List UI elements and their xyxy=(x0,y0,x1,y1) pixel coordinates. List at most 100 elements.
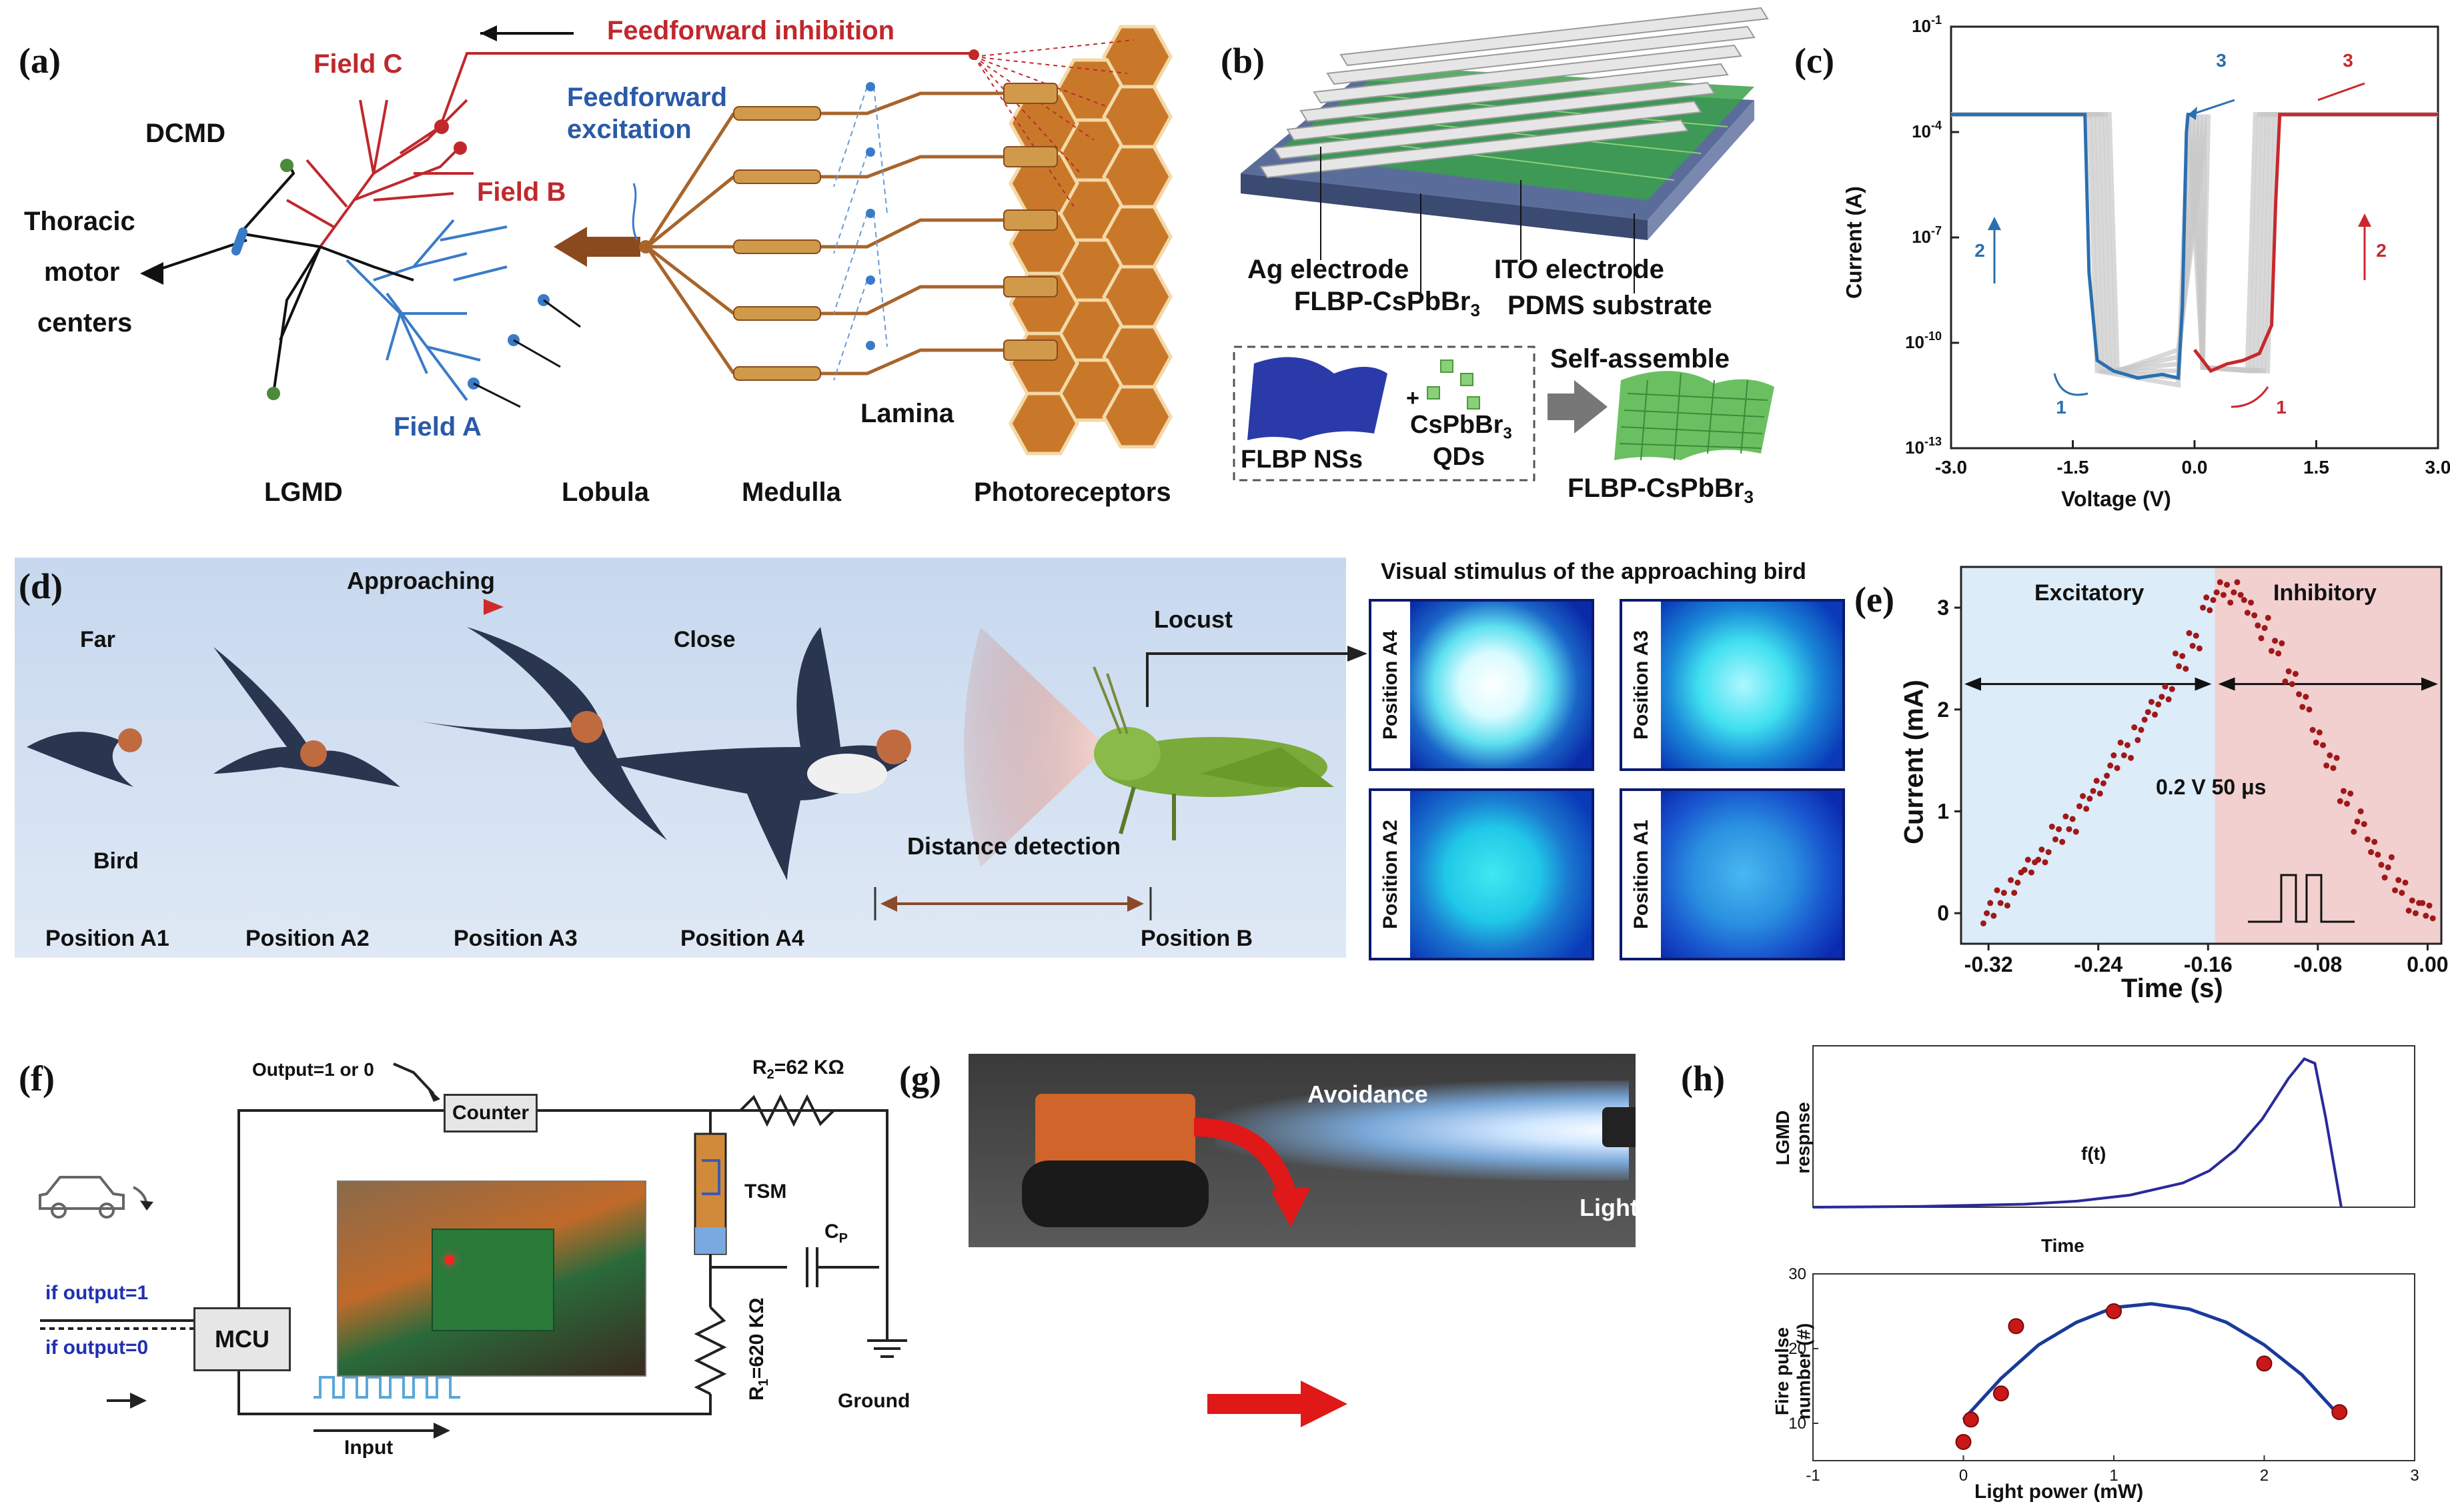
data-point xyxy=(2124,742,2130,748)
y-tick-label: 10-10 xyxy=(1905,329,1942,352)
panel-label-h: (h) xyxy=(1681,1058,1725,1098)
data-point xyxy=(2021,866,2028,873)
panel-label-e: (e) xyxy=(1854,580,1894,620)
panel-c-ylabel: Current (A) xyxy=(1842,186,1866,299)
thoracic-label-3: centers xyxy=(37,308,133,337)
output-label: Output=1 or 0 xyxy=(252,1059,374,1080)
arrowhead xyxy=(1988,217,2001,230)
data-point xyxy=(2059,838,2066,845)
data-point xyxy=(2330,765,2337,772)
field-b-label: Field B xyxy=(477,177,566,207)
lgmd-ylabel-1: LGMD xyxy=(1772,1110,1794,1166)
data-point xyxy=(2265,614,2271,621)
gray-sweep-curve xyxy=(1951,112,2438,374)
counter-box: Counter xyxy=(444,1094,538,1132)
data-point xyxy=(2320,742,2327,748)
bird-a4 xyxy=(600,627,911,880)
data-point xyxy=(2066,826,2072,832)
data-point xyxy=(2412,910,2419,916)
arrowhead xyxy=(2195,677,2212,691)
lgmd-response-curve xyxy=(1812,1057,2343,1209)
ag-electrode-label: Ag electrode xyxy=(1247,255,1409,284)
inhibitory-label: Inhibitory xyxy=(2273,580,2377,606)
data-point xyxy=(2056,826,2062,832)
data-point xyxy=(2327,752,2333,758)
data-point xyxy=(2196,645,2203,652)
data-point xyxy=(2357,808,2364,814)
data-point xyxy=(2210,597,2217,604)
stimulus-position-a4: Position A4 xyxy=(1369,599,1594,771)
y-tick-label: 2 xyxy=(1937,698,1949,722)
thoracic-label-1: Thoracic xyxy=(24,207,135,236)
data-point xyxy=(1992,1385,2009,1402)
data-point xyxy=(2062,813,2069,820)
data-point xyxy=(2323,762,2330,769)
r2-label: R2=62 KΩ xyxy=(752,1056,844,1082)
data-point xyxy=(2231,589,2237,596)
data-point xyxy=(2423,912,2429,919)
data-point xyxy=(2224,582,2231,588)
data-point xyxy=(2227,599,2234,606)
flbp-nss-label: FLBP NSs xyxy=(1241,446,1363,474)
position-a1-label: Position A1 xyxy=(45,926,169,951)
data-point xyxy=(2255,622,2261,629)
bird-a3 xyxy=(414,627,667,840)
ft-label: f(t) xyxy=(2081,1143,2106,1164)
lobula-label: Lobula xyxy=(562,478,650,507)
data-point xyxy=(2351,828,2357,835)
x-tick-label: -1 xyxy=(1806,1467,1820,1485)
data-point xyxy=(2309,726,2316,733)
data-point xyxy=(2076,803,2082,810)
data-point xyxy=(2289,681,2295,688)
data-point xyxy=(2131,724,2138,731)
light-power-xlabel: Light power (mW) xyxy=(1974,1481,2144,1503)
data-point xyxy=(2409,897,2415,904)
y-tick-label: 10-7 xyxy=(1912,224,1942,247)
iv-series-1 xyxy=(1951,113,2195,380)
arrow-label-blue-2: 2 xyxy=(1974,240,1985,261)
data-point xyxy=(1990,912,1997,919)
panel-b-device xyxy=(1233,7,1774,482)
data-point xyxy=(2104,772,2110,779)
data-point xyxy=(2402,879,2409,886)
iv-series-2 xyxy=(2193,113,2438,373)
panel-g: (g) Avoidance Light Going straight Dark xyxy=(894,1027,1641,1507)
data-point xyxy=(2292,670,2299,677)
feedforward-excitation-label-1: Feedforward xyxy=(567,83,728,112)
data-point xyxy=(2220,592,2227,598)
locust-label: Locust xyxy=(1154,606,1233,633)
data-point xyxy=(2241,597,2247,604)
cspbbr3-qds-label-1: CsPbBr3 xyxy=(1410,411,1512,443)
excitatory-label: Excitatory xyxy=(2034,580,2145,606)
data-point xyxy=(2285,668,2292,675)
cspbbr3-qds-label-2: QDs xyxy=(1433,443,1485,471)
data-point xyxy=(2368,849,2375,856)
data-point xyxy=(2316,729,2323,736)
y-tick-label: 10 xyxy=(1788,1415,1806,1433)
data-point xyxy=(2172,650,2179,657)
data-point xyxy=(2148,698,2155,705)
panel-label-b: (b) xyxy=(1221,41,1265,81)
tsm-label: TSM xyxy=(744,1181,787,1203)
robot-light-photo xyxy=(969,1054,1636,1247)
bird-a2 xyxy=(213,647,400,787)
data-point xyxy=(2052,836,2058,842)
x-tick-label: -3.0 xyxy=(1935,457,1967,478)
x-tick-label: -0.08 xyxy=(2293,952,2342,976)
data-point xyxy=(2344,800,2351,807)
x-tick-label: -1.5 xyxy=(2056,457,2088,478)
arrowhead xyxy=(1964,677,1981,691)
ground-label: Ground xyxy=(838,1390,910,1412)
data-point xyxy=(2272,638,2279,644)
data-point xyxy=(2096,790,2103,797)
data-point xyxy=(2083,806,2090,812)
data-point xyxy=(1994,887,2000,894)
data-point xyxy=(2275,650,2282,657)
gray-sweep-curve xyxy=(1951,112,2438,374)
panel-e-ylabel: Current (mA) xyxy=(1899,680,1929,844)
position-a4-label: Position A4 xyxy=(680,926,804,951)
data-point xyxy=(2069,816,2076,822)
arrowhead xyxy=(2421,677,2438,691)
